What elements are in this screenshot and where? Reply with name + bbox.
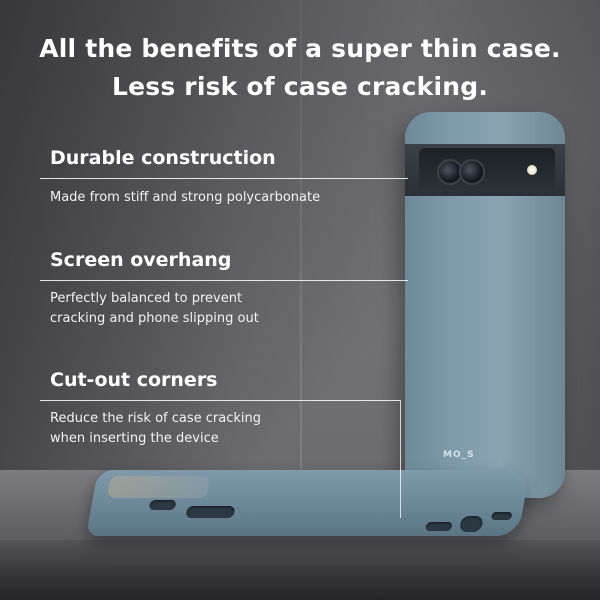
phone-case-lying bbox=[86, 470, 530, 536]
feature-desc-durable: Made from stiff and strong polycarbonate bbox=[50, 188, 390, 208]
feature-divider bbox=[40, 400, 400, 401]
feature-desc-line: cracking and phone slipping out bbox=[50, 311, 259, 326]
feature-title-corners: Cut-out corners bbox=[50, 369, 218, 391]
headline-line-1: All the benefits of a super thin case. bbox=[39, 34, 561, 63]
camera-bar bbox=[405, 144, 565, 196]
feature-desc-overhang: Perfectly balanced to prevent cracking a… bbox=[50, 289, 390, 329]
feature-divider bbox=[40, 280, 408, 281]
feature-divider bbox=[40, 178, 408, 179]
phone-case-standing: MO_S bbox=[405, 112, 565, 498]
button-cutout bbox=[185, 506, 236, 518]
pedestal-shadow bbox=[0, 540, 600, 600]
feature-desc-line: Reduce the risk of case cracking bbox=[50, 411, 261, 426]
feature-title-durable: Durable construction bbox=[50, 147, 276, 169]
camera-cutout bbox=[419, 148, 555, 192]
wall-corner bbox=[300, 0, 302, 470]
speaker-cutout bbox=[425, 522, 453, 531]
camera-lens-icon bbox=[459, 159, 485, 185]
headline: All the benefits of a super thin case. L… bbox=[0, 30, 600, 106]
case-inner-lining bbox=[106, 476, 211, 498]
headline-line-2: Less risk of case cracking. bbox=[111, 72, 489, 101]
brand-logo: MO_S bbox=[443, 450, 475, 460]
button-cutout bbox=[148, 500, 177, 510]
flash-icon bbox=[527, 165, 537, 175]
feature-title-overhang: Screen overhang bbox=[50, 249, 232, 271]
feature-desc-line: Made from stiff and strong polycarbonate bbox=[50, 190, 321, 205]
speaker-cutout bbox=[491, 512, 513, 520]
feature-desc-corners: Reduce the risk of case cracking when in… bbox=[50, 409, 390, 449]
feature-desc-line: when inserting the device bbox=[50, 431, 219, 446]
port-cutout bbox=[458, 516, 484, 532]
feature-connector-line bbox=[400, 400, 401, 518]
feature-desc-line: Perfectly balanced to prevent bbox=[50, 291, 243, 306]
